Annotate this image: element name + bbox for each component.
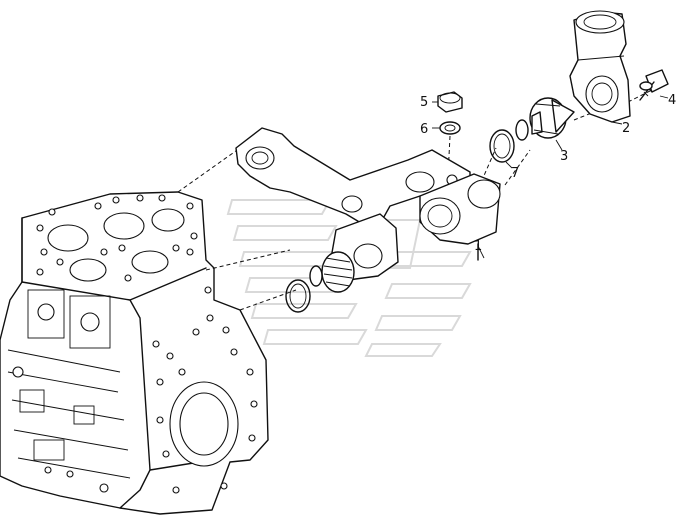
callout-4: 4 — [668, 93, 676, 108]
callout-2: 2 — [622, 121, 630, 136]
part-4-bolt — [639, 69, 669, 101]
leader-line-1 — [477, 245, 485, 259]
o-ring-lower — [285, 279, 311, 313]
watermark-logo-icon — [226, 199, 472, 357]
assembly-line-thermostat — [504, 149, 531, 186]
callout-7: 7 — [511, 166, 519, 181]
part-2-outlet-elbow — [569, 10, 631, 123]
engine-block — [0, 191, 269, 515]
part-3-thermostat — [515, 97, 575, 141]
assembly-line-block — [205, 249, 291, 271]
callout-6: 6 — [420, 122, 428, 137]
callout-1: 1 — [474, 239, 482, 254]
part-6-washer — [439, 121, 461, 135]
assembly-line-manifold — [177, 147, 241, 193]
part-1-water-flange — [235, 127, 501, 281]
callout-5: 5 — [420, 95, 428, 110]
leader-line-2 — [611, 121, 623, 125]
part-5-cap — [437, 91, 463, 113]
leader-line-7 — [505, 161, 513, 169]
leader-line-4 — [659, 95, 669, 99]
water-pump-impeller — [309, 251, 355, 293]
assembly-line-elbow — [573, 107, 605, 121]
part-7-gasket — [489, 129, 515, 163]
callout-3: 3 — [560, 149, 568, 164]
leader-line-3 — [555, 139, 563, 151]
